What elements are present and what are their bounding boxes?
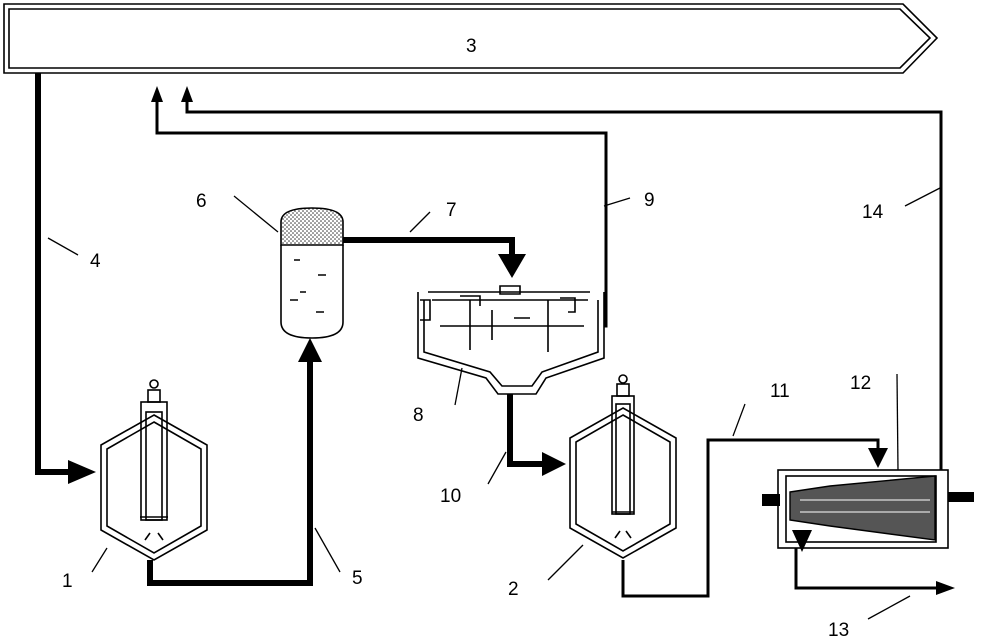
label-6: 6	[196, 191, 207, 212]
feed-line-4	[35, 73, 96, 484]
return-line-14	[181, 86, 943, 470]
main-header-arrow	[3, 3, 939, 74]
label-14: 14	[862, 202, 884, 223]
transfer-line-7	[343, 237, 526, 278]
transfer-line-5	[147, 338, 322, 586]
label-12: 12	[850, 373, 871, 394]
label-2: 2	[508, 579, 519, 600]
label-11: 11	[770, 381, 790, 402]
storage-tank-6	[280, 207, 344, 339]
label-8: 8	[413, 405, 424, 426]
settler-8	[417, 285, 605, 395]
label-5: 5	[352, 568, 363, 589]
label-4: 4	[90, 251, 101, 272]
label-10: 10	[440, 486, 461, 507]
decanter-centrifuge-12	[762, 469, 974, 552]
reactor-1	[100, 379, 208, 561]
outlet-line-13	[794, 548, 955, 595]
overflow-line-9	[151, 86, 608, 328]
transfer-line-10	[507, 394, 566, 476]
label-9: 9	[644, 190, 655, 211]
reactor-2	[569, 374, 677, 559]
label-3: 3	[466, 36, 477, 57]
label-1: 1	[62, 571, 73, 592]
transfer-line-11	[621, 438, 888, 598]
leader-lines	[47, 187, 941, 620]
label-13: 13	[828, 620, 849, 641]
label-7: 7	[446, 200, 457, 221]
